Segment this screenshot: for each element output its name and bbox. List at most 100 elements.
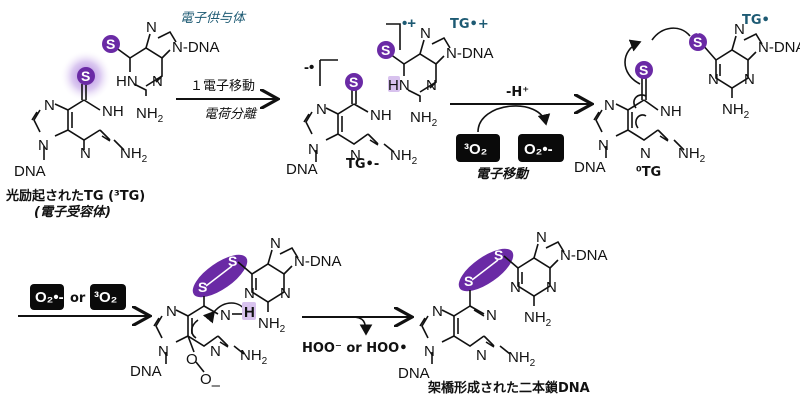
molecule-tg-radical-cation: •+ TG•+ S N N-DNA HN N NH2 xyxy=(377,15,494,129)
atom-nh2: NH2 xyxy=(410,109,438,129)
atom-nh2: NH2 xyxy=(258,315,286,335)
atom-hn: HN xyxy=(388,77,410,94)
step3-arrow: O₂•- or ³O₂ xyxy=(18,284,148,316)
atom-nh2: NH2 xyxy=(678,145,706,165)
atom-n7: N xyxy=(734,21,745,38)
atom-nh2: NH2 xyxy=(524,309,552,329)
atom-n3: N xyxy=(80,145,91,162)
step3-box1-label: O₂•- xyxy=(35,289,64,306)
o2-triplet-label: ³O₂ xyxy=(464,141,487,158)
atom-n7: N xyxy=(146,19,157,36)
atom-n3: N xyxy=(210,343,221,360)
atom-n3: N xyxy=(280,285,291,302)
step2-top-label: -H⁺ xyxy=(506,85,529,100)
radical-dot xyxy=(696,30,700,34)
step3-or-label: or xyxy=(70,291,86,306)
atom-n7: N xyxy=(420,25,431,42)
sulfur-label: S xyxy=(106,36,115,52)
superoxide-box xyxy=(30,284,64,310)
atom-n7: N xyxy=(316,101,327,118)
atom-n1: N xyxy=(244,285,255,302)
sulfur-label: S xyxy=(228,253,237,269)
molecule-tg-radical-anion: -• S N NH N N NH2 DNA TG•- xyxy=(286,59,418,178)
atom-n7: N xyxy=(270,235,281,252)
atom-n3: N xyxy=(350,147,361,164)
charge-cation: •+ xyxy=(402,15,416,32)
atom-n9: N xyxy=(158,343,169,360)
step2-arrow: -H⁺ ³O₂ O₂•- 電子移動 xyxy=(450,85,590,182)
atom-n3: N xyxy=(426,77,437,94)
tg-zero-label: ⁰TG xyxy=(636,165,661,180)
sulfur-label: S xyxy=(693,34,702,50)
sulfur-atom xyxy=(102,35,120,53)
molecule-0tg: S N NH N N NH2 DNA ⁰TG xyxy=(574,27,706,180)
step4-byproduct-label: HOO⁻ or HOO• xyxy=(302,341,408,356)
atom-nh2: NH2 xyxy=(390,147,418,167)
atom-n9-dna: N-DNA xyxy=(758,39,800,56)
step1-bottom-label: 電荷分離 xyxy=(204,107,258,122)
sulfur-label: S xyxy=(639,62,648,78)
atom-n9: N xyxy=(424,343,435,360)
atom-n7: N xyxy=(604,97,615,114)
sulfur-atom-radical xyxy=(689,33,707,51)
molecule-tg-radical: TG• S N N-DNA N N NH2 xyxy=(689,13,800,121)
atom-n1: N xyxy=(510,279,521,296)
atom-n3: N xyxy=(640,145,651,162)
o2-triplet-box xyxy=(456,134,500,162)
atom-n9-dna: N-DNA xyxy=(560,247,608,264)
atom-n9: N xyxy=(38,137,49,154)
atom-o1: O xyxy=(186,351,198,368)
atom-nh2: NH2 xyxy=(240,347,268,367)
atom-n7: N xyxy=(432,303,443,320)
step3-box2-label: ³O₂ xyxy=(94,289,117,306)
tg-anion-label: TG•- xyxy=(346,157,379,172)
atom-n1h: NH xyxy=(370,107,392,124)
atom-n9: N xyxy=(308,141,319,158)
atom-nh2: NH2 xyxy=(722,101,750,121)
sulfur-label: S xyxy=(81,68,90,84)
atom-n9-dna: N-DNA xyxy=(172,39,220,56)
atom-dna: DNA xyxy=(286,161,318,178)
tg-cation-label: TG•+ xyxy=(450,17,489,32)
molecule-3tg-acceptor: S N NH N N NH2 DNA xyxy=(14,50,148,180)
step1-top-label: １電子移動 xyxy=(190,79,255,94)
atom-n3: N xyxy=(476,347,487,364)
atom-n3: N xyxy=(744,71,755,88)
atom-n1h: NH xyxy=(102,103,124,120)
sulfur-label: S xyxy=(464,273,473,289)
step4-arrow: HOO⁻ or HOO• xyxy=(302,317,410,356)
atom-dna: DNA xyxy=(130,363,162,380)
sulfur-label: S xyxy=(349,74,358,90)
atom-n3: N xyxy=(152,73,163,90)
atom-n1: N xyxy=(708,71,719,88)
atom-o2: O– xyxy=(200,371,221,394)
sulfur-label: S xyxy=(381,42,390,58)
molecule-crosslinked-dna: S S N N N N NH2 DNA N N-DNA N N NH2 架橋形成… xyxy=(398,229,608,396)
sulfur-label: S xyxy=(198,279,207,295)
atom-dna: DNA xyxy=(14,163,46,180)
h-highlight xyxy=(242,302,256,320)
product-label: 架橋形成された二本鎖DNA xyxy=(427,380,590,396)
atom-n3: N xyxy=(546,279,557,296)
atom-hn: HN xyxy=(116,73,138,90)
sulfur-atom xyxy=(635,61,653,79)
charge-anion: -• xyxy=(304,59,314,76)
superoxide-box xyxy=(518,134,564,162)
sulfur-atom xyxy=(345,73,363,91)
o2-triplet-box xyxy=(90,284,126,310)
molecule-tg-donor: 電子供与体 S N N-DNA HN N NH2 xyxy=(102,11,247,125)
atom-n9: N xyxy=(598,137,609,154)
sulfur-label: S xyxy=(494,247,503,263)
atom-n1h: NH xyxy=(660,103,682,120)
atom-n1: N xyxy=(486,307,497,324)
atom-dna: DNA xyxy=(574,159,606,176)
atom-n7: N xyxy=(536,229,547,246)
atom-n9-dna: N-DNA xyxy=(446,45,494,62)
tg-radical-label: TG• xyxy=(742,13,770,28)
donor-label: 電子供与体 xyxy=(180,11,247,26)
step2-bottom-label: 電子移動 xyxy=(476,166,530,182)
atom-nh2: NH2 xyxy=(120,145,148,165)
atom-nh2: NH2 xyxy=(136,105,164,125)
atom-n9-dna: N-DNA xyxy=(294,253,342,270)
